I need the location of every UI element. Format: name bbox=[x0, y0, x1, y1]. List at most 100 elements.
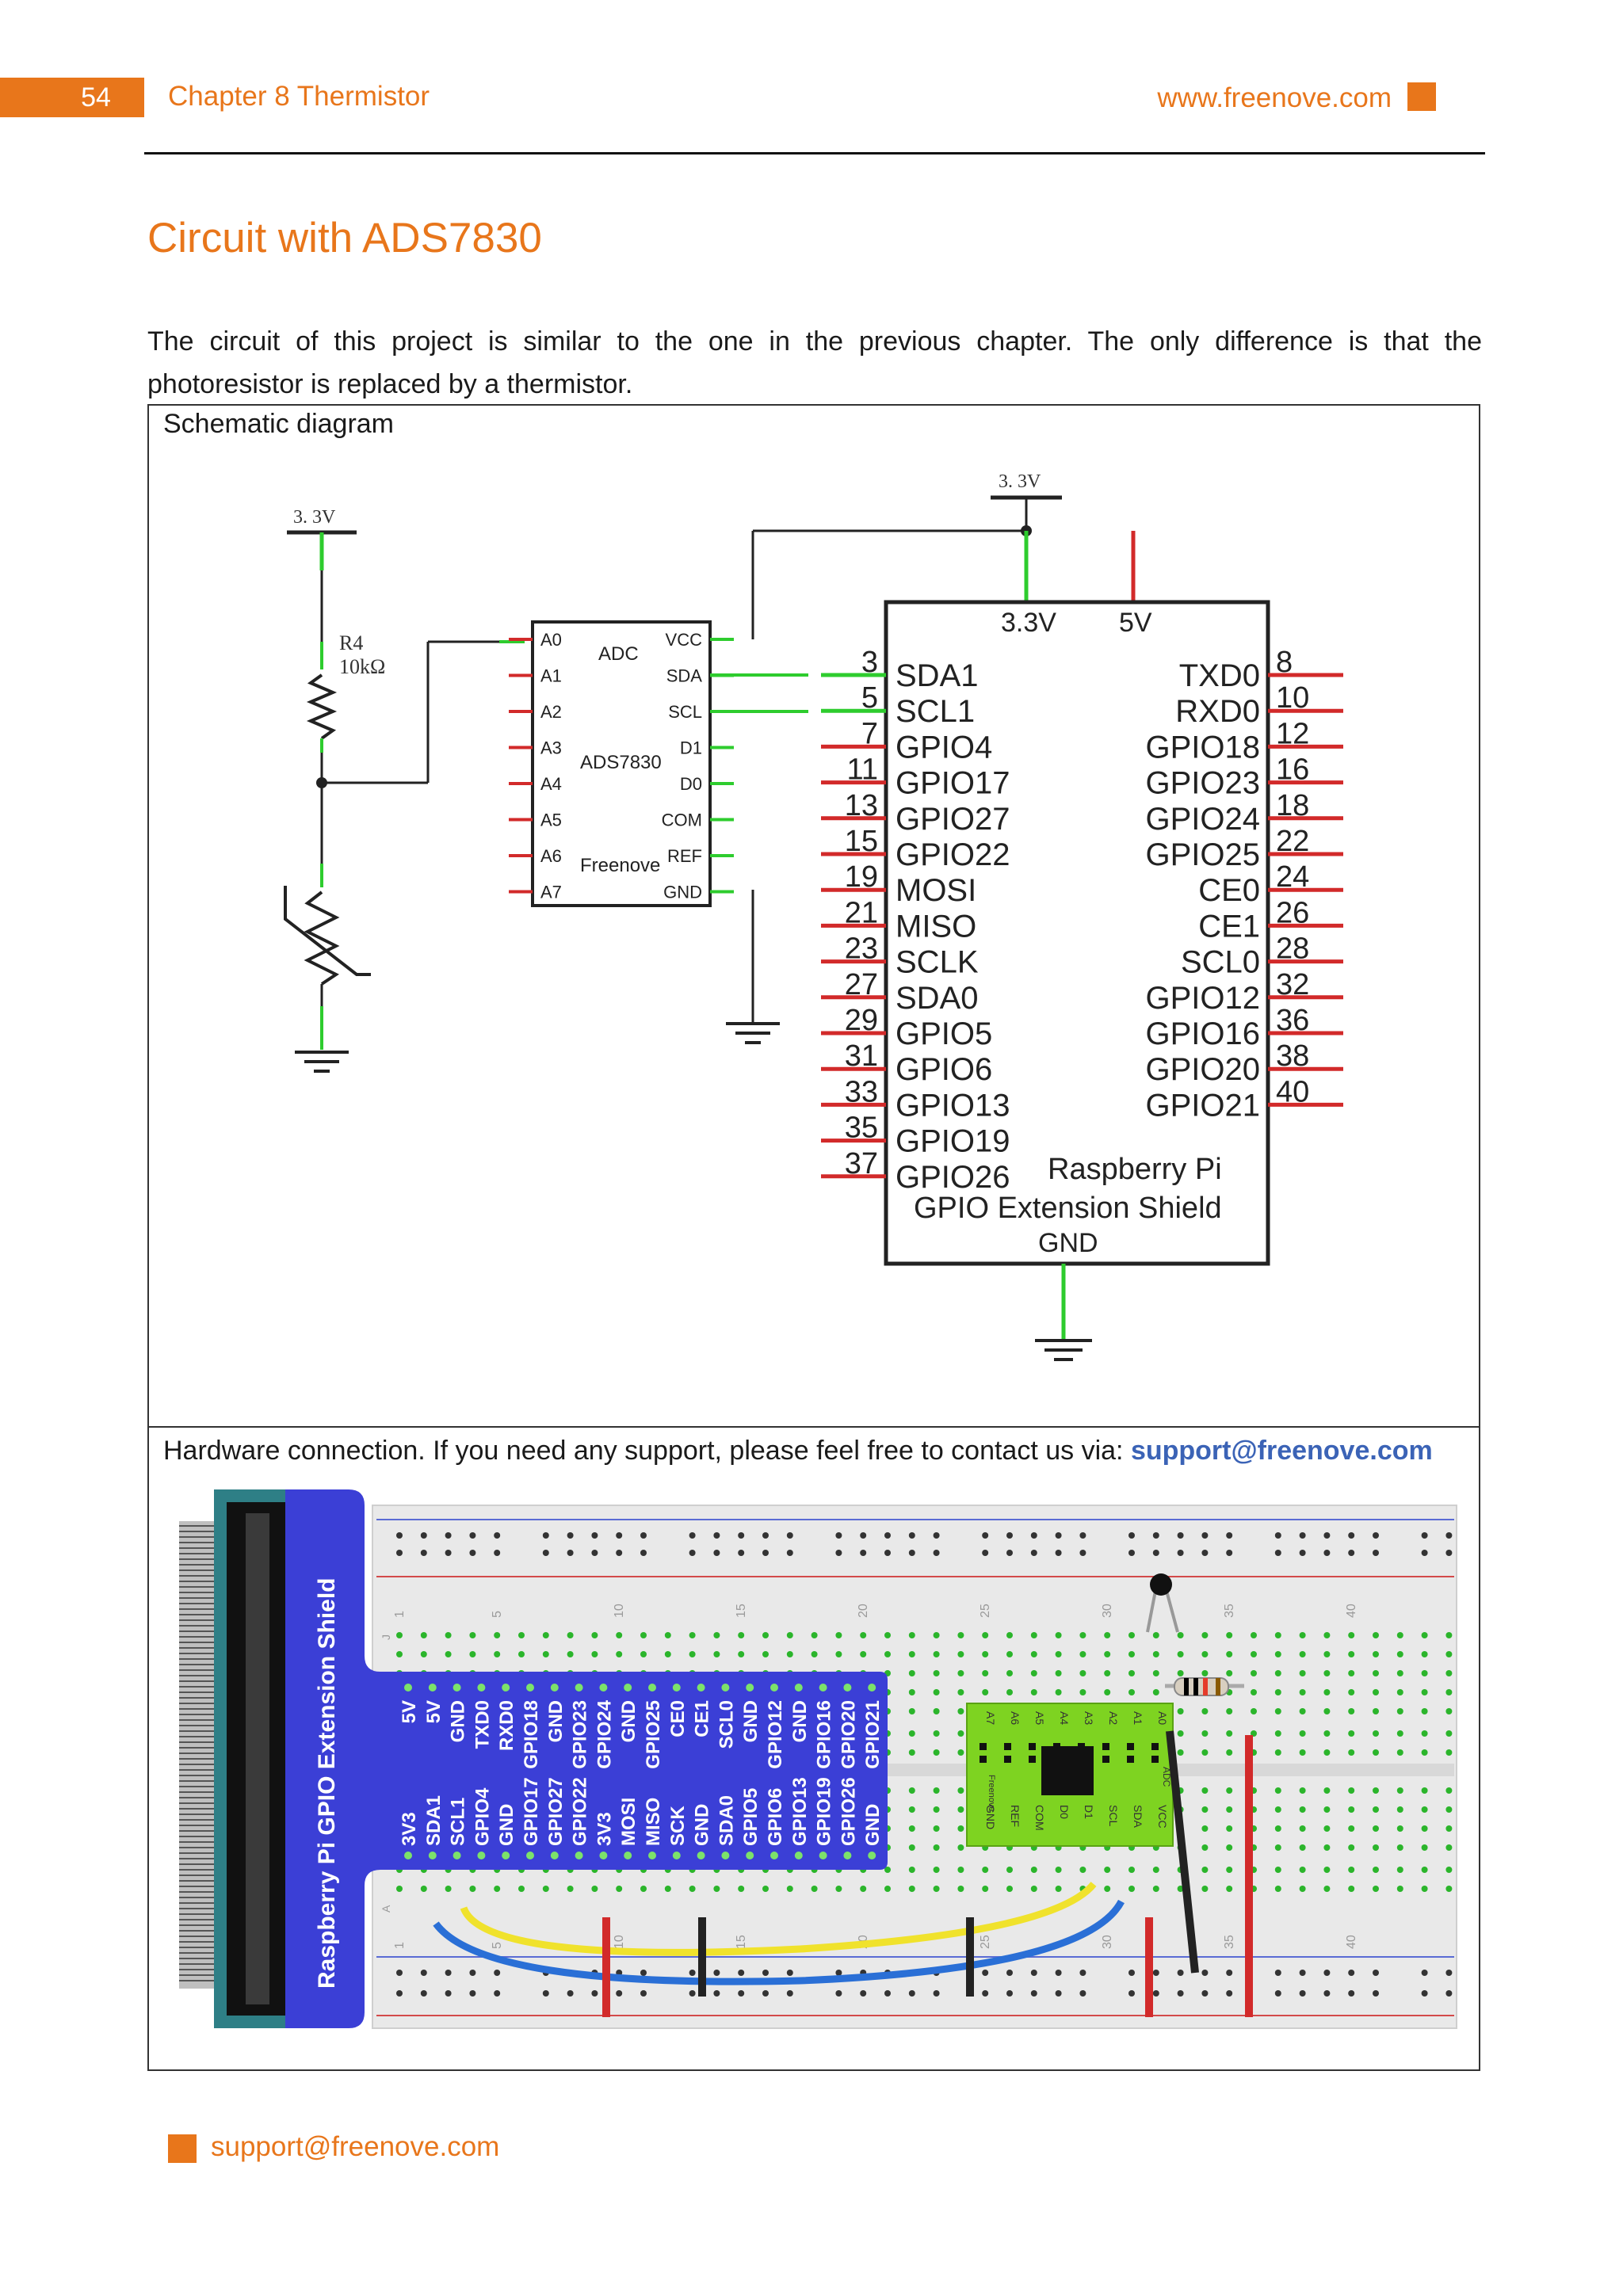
footer-email[interactable]: support@freenove.com bbox=[211, 2131, 500, 2162]
adc-pin-a1: A1 bbox=[540, 666, 562, 686]
shield-pin-sda1: SDA1 bbox=[896, 658, 979, 693]
shield-label-top: GPIO12 bbox=[765, 1700, 786, 1769]
shield-pin-gpio17: GPIO17 bbox=[896, 766, 1010, 801]
shield-pin-number: 24 bbox=[1276, 860, 1309, 894]
column-number-bottom: 25 bbox=[979, 1935, 992, 1949]
adc-pin-d1: D1 bbox=[680, 738, 702, 758]
shield-label-bottom: SDA1 bbox=[423, 1795, 445, 1846]
shield-pin-number: 8 bbox=[1276, 646, 1293, 679]
adc-pin-sda: SDA bbox=[666, 666, 703, 686]
column-number-top: 40 bbox=[1345, 1604, 1358, 1618]
shield-label-top: GPIO20 bbox=[838, 1700, 859, 1769]
page-number-box: 54 bbox=[0, 78, 144, 117]
shield-pin-gpio25: GPIO25 bbox=[1145, 837, 1260, 872]
shield-pin-mosi: MOSI bbox=[896, 873, 976, 908]
shield-label-bottom: GND bbox=[862, 1804, 884, 1846]
shield-pin-number: 40 bbox=[1276, 1075, 1309, 1108]
adc-pin-a0: A0 bbox=[540, 630, 562, 650]
shield-pin-sclk: SCLK bbox=[896, 945, 979, 980]
shield-label-bottom: GPIO6 bbox=[765, 1788, 786, 1846]
shield-label-bottom: SCK bbox=[667, 1806, 689, 1846]
section-title: Circuit with ADS7830 bbox=[147, 215, 542, 261]
yellow-wire bbox=[460, 1882, 1097, 1956]
adc-pin-a2: A2 bbox=[540, 702, 562, 722]
column-number-top: 5 bbox=[491, 1611, 504, 1618]
shield-pin-gpio27: GPIO27 bbox=[896, 802, 1010, 837]
adc-module-top-pin: A1 bbox=[1132, 1711, 1144, 1725]
shield-label-bottom: GPIO26 bbox=[838, 1777, 859, 1846]
column-number-bottom: 35 bbox=[1223, 1935, 1236, 1949]
shield-pin-number: 15 bbox=[845, 825, 878, 858]
adc-pin-com: COM bbox=[662, 810, 702, 830]
adc-module-bottom-pin: VCC bbox=[1156, 1805, 1169, 1829]
shield-label-top: 5V bbox=[399, 1700, 420, 1723]
shield-label-bottom: GPIO4 bbox=[472, 1787, 493, 1846]
resistor-value: 10kΩ bbox=[339, 655, 385, 678]
shield-gnd-label: GND bbox=[1038, 1228, 1098, 1258]
shield-pin-number: 10 bbox=[1276, 681, 1309, 715]
adc-pin-a5: A5 bbox=[540, 810, 562, 830]
shield-pin-scl1: SCL1 bbox=[896, 694, 975, 729]
adc-module-top-pin: A0 bbox=[1156, 1711, 1169, 1725]
shield-pin-number: 26 bbox=[1276, 896, 1309, 929]
adc-pin-a3: A3 bbox=[540, 738, 562, 758]
shield-board-title: Raspberry Pi GPIO Extension Shield bbox=[314, 1578, 340, 1989]
supply-left-label: 3. 3V bbox=[293, 507, 336, 528]
shield-pin-ce1: CE1 bbox=[1198, 909, 1260, 944]
shield-pin-number: 35 bbox=[845, 1112, 878, 1145]
shield-right-pins: 8TXD010RXD012GPIO1816GPIO2318GPIO2422GPI… bbox=[1145, 646, 1343, 1123]
adc-pin-a6: A6 bbox=[540, 846, 562, 866]
shield-name-line1: Raspberry Pi bbox=[1048, 1153, 1222, 1186]
shield-label-top: GPIO25 bbox=[643, 1700, 664, 1769]
shield-label-bottom: 3V3 bbox=[594, 1812, 615, 1846]
adc-module-top-pin: A6 bbox=[1009, 1711, 1022, 1725]
adc-module-top-pin: A3 bbox=[1083, 1711, 1095, 1725]
shield-pin-txd0: TXD0 bbox=[1179, 658, 1260, 693]
shield-label-bottom: SCL1 bbox=[448, 1798, 469, 1846]
adc-module-top-pin: A2 bbox=[1107, 1711, 1120, 1725]
shield-label-bottom: SDA0 bbox=[716, 1795, 737, 1846]
shield-label-top: GPIO18 bbox=[521, 1700, 542, 1769]
shield-pin-gpio21: GPIO21 bbox=[1145, 1088, 1260, 1123]
adc-pin-gnd: GND bbox=[663, 883, 702, 902]
shield-pin-gpio20: GPIO20 bbox=[1145, 1052, 1260, 1087]
shield-pin-number: 36 bbox=[1276, 1004, 1309, 1037]
header-url[interactable]: www.freenove.com bbox=[1157, 82, 1392, 113]
adc-module-brand: Freenove bbox=[987, 1775, 996, 1811]
adc-model: ADS7830 bbox=[580, 752, 662, 773]
shield-label-bottom: GPIO13 bbox=[789, 1777, 811, 1846]
shield-name-line2: GPIO Extension Shield bbox=[914, 1192, 1222, 1225]
shield-label-bottom: GPIO22 bbox=[570, 1777, 591, 1846]
column-number-bottom: 15 bbox=[735, 1935, 748, 1949]
shield-pin-number: 5 bbox=[861, 681, 878, 715]
adc-module-top-pin: A7 bbox=[984, 1711, 997, 1725]
shield-pin-ce0: CE0 bbox=[1198, 873, 1260, 908]
hardware-diagram: 11551010151520202525303035354040JFEA Ras… bbox=[179, 1489, 1457, 2029]
shield-label-bottom: 3V3 bbox=[399, 1812, 420, 1846]
shield-pin-gpio26: GPIO26 bbox=[896, 1160, 1010, 1195]
shield-label-top: CE1 bbox=[692, 1700, 713, 1737]
shield-label-bottom: GND bbox=[496, 1804, 517, 1846]
adc-pin-a7: A7 bbox=[540, 883, 562, 902]
column-number-top: 10 bbox=[613, 1604, 626, 1618]
adc-module-bottom-pin: SCL bbox=[1107, 1805, 1120, 1826]
chapter-title: Chapter 8 Thermistor bbox=[168, 81, 430, 112]
support-email-link[interactable]: support@freenove.com bbox=[1130, 1436, 1433, 1466]
adc-module-bottom-pin: COM bbox=[1033, 1805, 1046, 1831]
adc-chip bbox=[531, 620, 712, 907]
shield-label-top: GPIO16 bbox=[814, 1700, 835, 1769]
shield-label-bottom: GPIO27 bbox=[545, 1777, 567, 1846]
shield-pin-gpio23: GPIO23 bbox=[1145, 766, 1260, 801]
column-number-top: 30 bbox=[1101, 1604, 1114, 1618]
intro-paragraph: The circuit of this project is similar t… bbox=[147, 326, 1482, 399]
shield-pin-number: 22 bbox=[1276, 825, 1309, 858]
adc-module-bottom-pin: D0 bbox=[1058, 1805, 1071, 1819]
shield-box bbox=[884, 600, 1270, 1266]
shield-label-top: 5V bbox=[423, 1700, 445, 1723]
adc-module-side: ADC bbox=[1161, 1767, 1172, 1787]
hardware-label-text: Hardware connection. If you need any sup… bbox=[163, 1436, 1131, 1466]
shield-label-top: RXD0 bbox=[496, 1700, 517, 1751]
shield-label-top: GPIO24 bbox=[594, 1699, 615, 1768]
page-number: 54 bbox=[81, 82, 111, 113]
